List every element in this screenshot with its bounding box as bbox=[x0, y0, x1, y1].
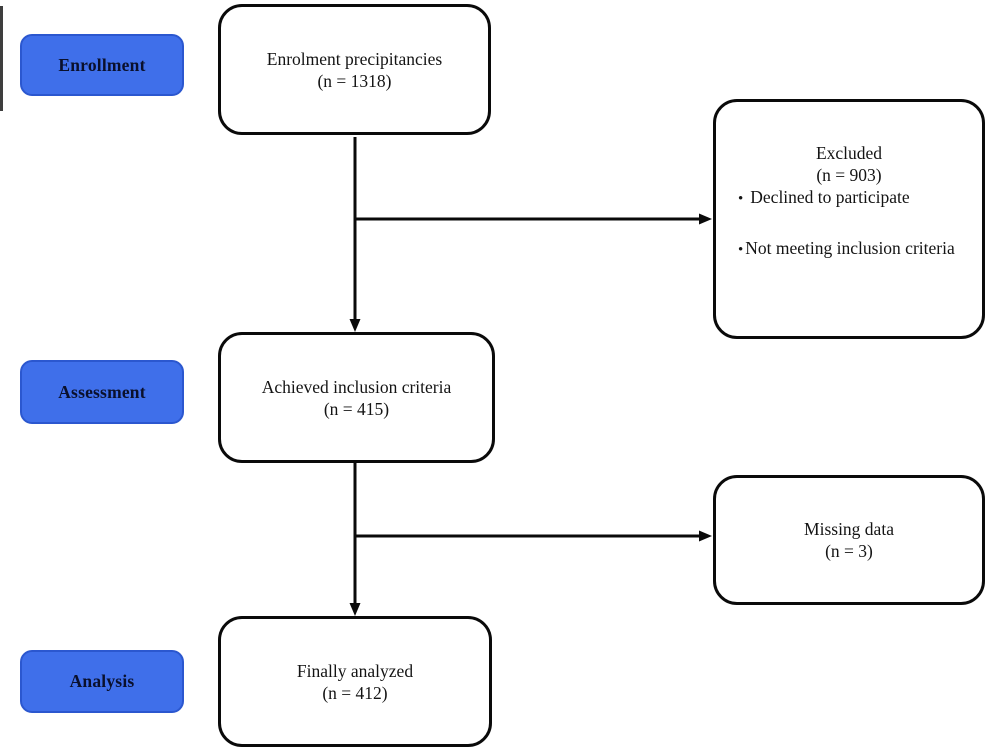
box-achieved-inclusion: Achieved inclusion criteria (n = 415) bbox=[218, 332, 495, 463]
stage-label-enrollment: Enrollment bbox=[58, 54, 146, 75]
box-enrolment-title: Enrolment precipitancies bbox=[266, 48, 443, 69]
box-excluded: Excluded (n = 903) • Declined to partici… bbox=[713, 99, 985, 339]
box-missing-count: (n = 3) bbox=[825, 541, 873, 561]
box-excluded-count: (n = 903) bbox=[816, 165, 882, 185]
stage-chip-assessment: Assessment bbox=[20, 360, 184, 424]
stage-label-analysis: Analysis bbox=[69, 671, 135, 691]
scan-edge-artifact bbox=[0, 6, 3, 111]
box-missing-title: Missing data bbox=[804, 519, 894, 539]
box-missing-data: Missing data (n = 3) bbox=[713, 475, 985, 605]
box-final-count: (n = 412) bbox=[322, 682, 388, 703]
box-final-title: Finally analyzed bbox=[296, 660, 414, 681]
stage-chip-enrollment: Enrollment bbox=[20, 34, 184, 96]
excluded-reason-criteria: Not meeting inclusion criteria bbox=[745, 238, 955, 258]
box-achieved-count: (n = 415) bbox=[323, 398, 390, 419]
box-finally-analyzed: Finally analyzed (n = 412) bbox=[218, 616, 492, 747]
excluded-reason-item: • Not meeting inclusion criteria bbox=[738, 237, 978, 261]
bullet-icon: • bbox=[738, 242, 744, 258]
excluded-reason-item: • Declined to participate bbox=[738, 186, 978, 210]
box-enrolment-precipitancies: Enrolment precipitancies (n = 1318) bbox=[218, 4, 491, 135]
box-enrolment-count: (n = 1318) bbox=[317, 70, 392, 91]
bullet-icon: • bbox=[738, 191, 744, 207]
box-achieved-title: Achieved inclusion criteria bbox=[261, 376, 452, 397]
stage-label-assessment: Assessment bbox=[58, 381, 146, 402]
stage-chip-analysis: Analysis bbox=[20, 650, 184, 713]
excluded-reasons-list: • Declined to participate • Not meeting … bbox=[716, 186, 982, 261]
excluded-reason-declined: Declined to participate bbox=[750, 187, 910, 207]
box-excluded-title: Excluded bbox=[815, 143, 883, 163]
